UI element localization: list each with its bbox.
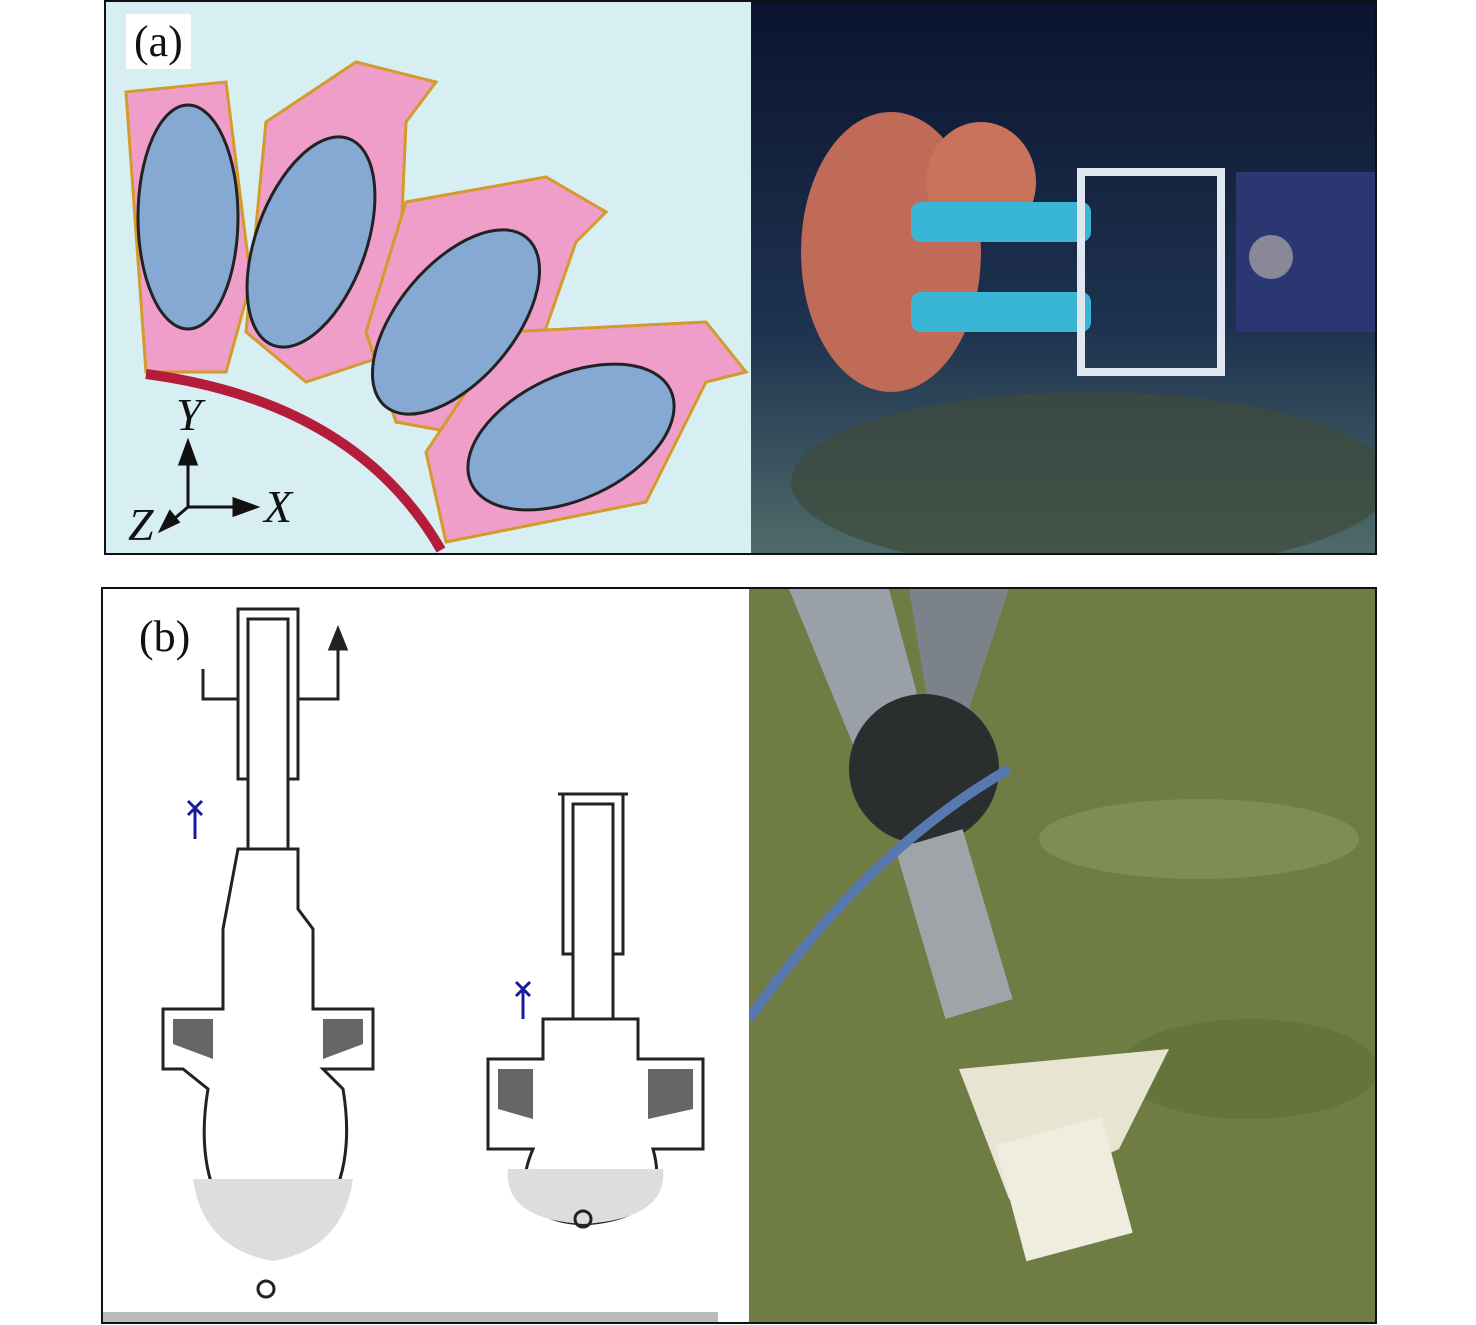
seafloor-sampler-photo xyxy=(749,589,1375,1322)
y-axis-label: Y xyxy=(176,389,206,440)
panel-b: (b) xyxy=(101,587,1377,1324)
panel-a: Y X Z (a) xyxy=(104,0,1377,555)
panel-b-label: (b) xyxy=(131,609,199,664)
suction-sampler-diagram xyxy=(103,589,749,1322)
z-axis-label: Z xyxy=(128,499,154,550)
deep-sea-gripper-photo xyxy=(751,2,1375,553)
soft-gripper-finger-diagram: Y X Z xyxy=(106,2,751,553)
x-axis-label: X xyxy=(262,481,294,532)
panel-a-label: (a) xyxy=(126,14,191,69)
